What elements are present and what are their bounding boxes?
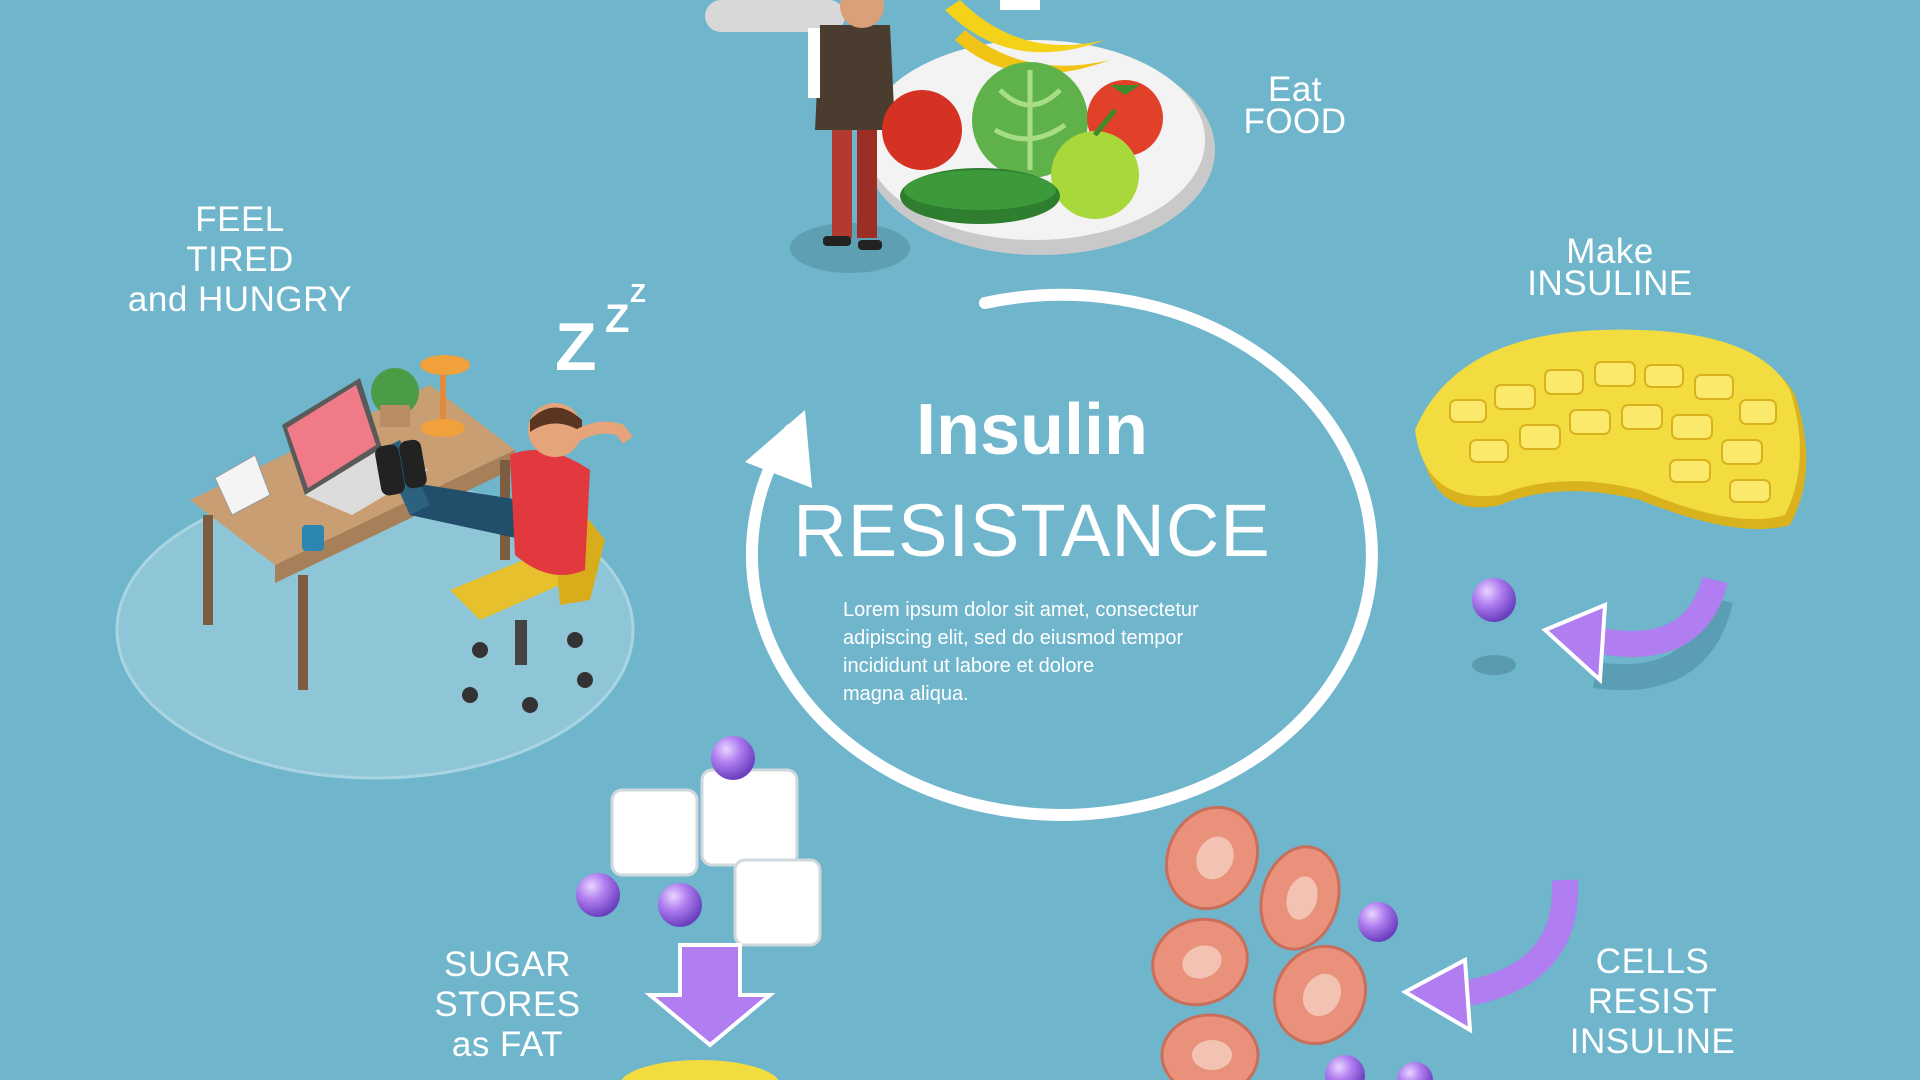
sleep-z-medium: Z [605,297,629,341]
step-label-line: as FAT [451,1025,564,1064]
step-label-line: STORES [434,985,581,1024]
step-label-line: RESIST [1587,982,1718,1021]
cycle-arrow-icon [745,288,1378,821]
step-label-line: Make [1566,232,1654,271]
person-with-food-plate-icon [705,0,1215,273]
step-label-line: FEEL [195,200,285,239]
step-label-line: TIRED [186,240,294,279]
diagram-title: Insulin [916,390,1148,470]
pancreas-icon [1415,329,1807,530]
purple-arrow-icon [1400,879,1579,1034]
description-line: magna aliqua. [843,683,969,705]
insulin-molecule-icon [1472,578,1516,675]
fat-cells-icon [1151,805,1433,1080]
fat-blob-icon [621,1060,779,1080]
step-label-sugar-stores: SUGAR STORES as FAT [425,945,590,1065]
step-label-feel-tired: FEEL TIRED and HUNGRY [120,200,360,320]
step-label-cells-resist: CELLS RESIST INSULINE [1560,942,1745,1062]
step-label-line: INSULINE [1527,264,1693,303]
description-text: Lorem ipsum dolor sit amet, consectetur … [843,596,1263,708]
step-label-eat-food: Eat FOOD [1220,70,1370,142]
description-line: incididunt ut labore et dolore [843,655,1095,677]
sugar-cubes-icon [576,736,822,947]
step-label-line: and HUNGRY [127,280,353,319]
step-label-line: Eat [1267,70,1323,109]
description-line: Lorem ipsum dolor sit amet, consectetur [843,599,1199,621]
step-label-make-insuline: Make INSULINE [1510,232,1710,304]
step-label-line: CELLS [1595,942,1710,981]
sleep-z-small: Z [630,278,646,308]
sleep-zzz-icon: Z Z Z [555,278,646,385]
tired-person-at-desk-icon [115,355,635,780]
diagram-subtitle: RESISTANCE [793,489,1271,572]
purple-down-arrow-icon [644,943,776,1048]
description-line: adipiscing elit, sed do eiusmod tempor [843,627,1184,649]
purple-arrow-icon [1541,576,1733,691]
step-label-line: SUGAR [444,945,571,984]
sleep-z-large: Z [555,309,597,385]
step-label-line: INSULINE [1569,1022,1736,1061]
step-label-line: FOOD [1243,102,1347,141]
